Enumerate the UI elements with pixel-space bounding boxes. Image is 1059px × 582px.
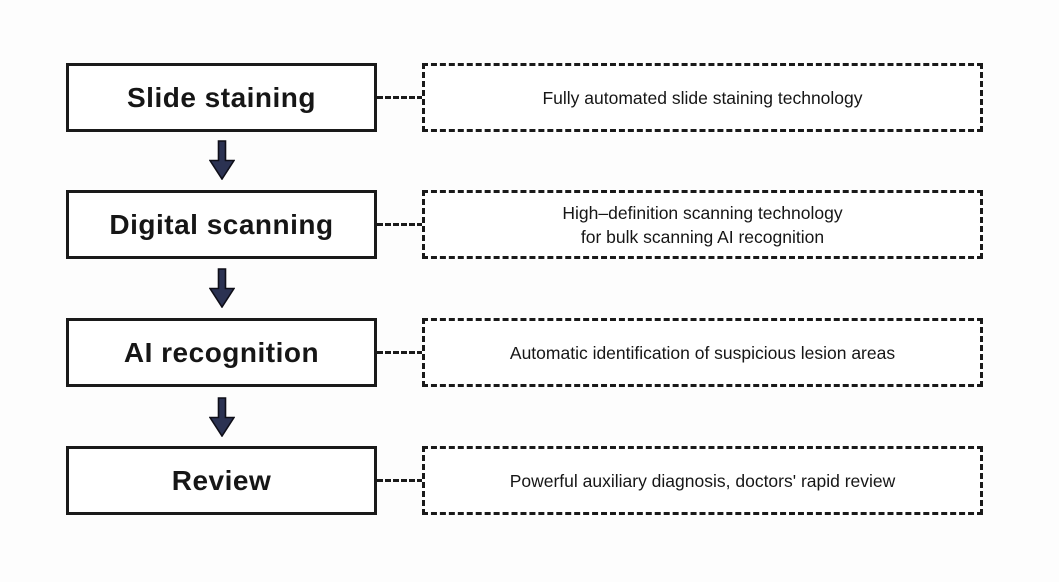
flow-step-row-2: Digital scanning High–definition scannin… (0, 190, 1059, 259)
step-box-digital-scanning: Digital scanning (66, 190, 377, 259)
down-arrow-icon (209, 140, 235, 180)
step-box-slide-staining: Slide staining (66, 63, 377, 132)
step-description: Fully automated slide staining technolog… (542, 87, 863, 108)
flow-step-row-4: Review Powerful auxiliary diagnosis, doc… (0, 446, 1059, 515)
description-box-ai-recognition: Automatic identification of suspicious l… (422, 318, 983, 387)
step-label: Digital scanning (109, 208, 334, 240)
flow-step-row-3: AI recognition Automatic identification … (0, 318, 1059, 387)
description-box-digital-scanning: High–definition scanning technology for … (422, 190, 983, 259)
dashed-connector (377, 223, 423, 226)
description-box-review: Powerful auxiliary diagnosis, doctors' r… (422, 446, 983, 515)
down-arrow-icon (209, 397, 235, 437)
step-box-ai-recognition: AI recognition (66, 318, 377, 387)
flow-step-row-1: Slide staining Fully automated slide sta… (0, 63, 1059, 132)
dashed-connector (377, 479, 423, 482)
step-description: High–definition scanning technology for … (562, 202, 843, 247)
dashed-connector (377, 351, 423, 354)
description-box-slide-staining: Fully automated slide staining technolog… (422, 63, 983, 132)
step-label: AI recognition (123, 336, 320, 368)
dashed-connector (377, 96, 423, 99)
step-label: Slide staining (126, 81, 317, 113)
step-box-review: Review (66, 446, 377, 515)
step-description: Powerful auxiliary diagnosis, doctors' r… (509, 470, 896, 491)
step-description: Automatic identification of suspicious l… (509, 342, 896, 363)
down-arrow-icon (209, 268, 235, 308)
step-label: Review (171, 464, 272, 496)
